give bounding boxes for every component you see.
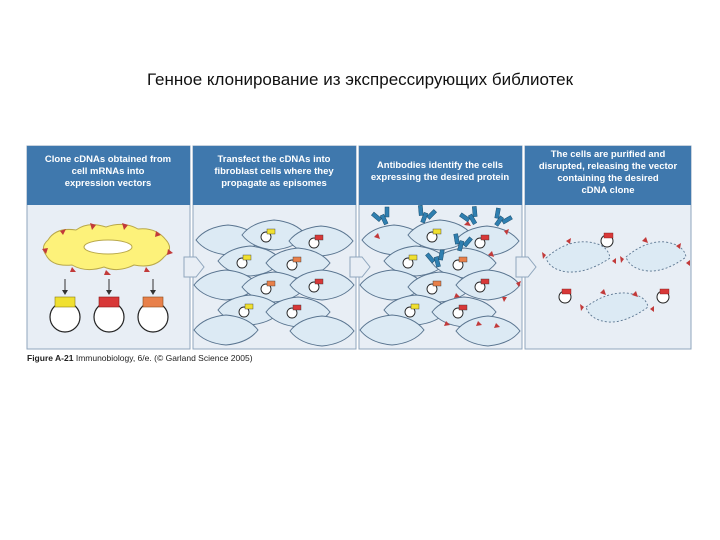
panel-2-header-line-2: fibroblast cells where they — [214, 166, 334, 177]
panel-4-header-line-1: The cells are purified and — [551, 149, 666, 160]
expression-vectors — [49, 296, 169, 333]
episome — [238, 306, 250, 318]
figure-credit: (© Garland Science 2005) — [154, 353, 253, 363]
insert-red — [659, 288, 670, 295]
episome — [474, 281, 486, 293]
antibody-icon — [494, 207, 513, 227]
panel-3-header-line-2: expressing the desired protein — [371, 172, 510, 183]
insert-red — [314, 278, 324, 285]
arrow-head-3 — [150, 290, 156, 295]
insert-orange — [458, 256, 468, 263]
insert-orange — [266, 280, 276, 287]
panel-4-header — [525, 146, 691, 205]
insert-yellow — [242, 254, 252, 261]
panel-4-header-line-3: containing the desired — [557, 173, 659, 184]
antibody-icon — [418, 205, 437, 224]
panel-1-header-line-1: Clone cDNAs obtained from — [45, 154, 171, 165]
insert-red — [480, 234, 490, 241]
insert-yellow — [244, 303, 254, 310]
insert-red — [314, 234, 324, 241]
insert-red — [292, 304, 302, 311]
panel-1-content — [42, 223, 173, 333]
insert-orange — [142, 296, 164, 308]
panel-4-content — [542, 232, 690, 323]
step-arrows — [183, 256, 537, 278]
panel-2-header — [193, 146, 356, 205]
episome — [308, 237, 320, 249]
figure-source: Immunobiology, 6/e. — [75, 353, 152, 363]
insert-orange — [292, 256, 302, 263]
episome — [286, 259, 298, 271]
insert-yellow — [54, 296, 76, 308]
insert-orange — [432, 280, 442, 287]
panel-1-header — [27, 146, 190, 205]
insert-yellow — [408, 254, 418, 261]
panel-2-header-line-1: Transfect the cDNAs into — [218, 154, 331, 165]
figure-caption: Figure A-21 Immunobiology, 6/e. (© Garla… — [27, 353, 253, 363]
chevron-right-icon — [515, 256, 537, 278]
disrupted-cell — [585, 292, 649, 323]
episome — [426, 231, 438, 243]
episome — [236, 257, 248, 269]
antibody-icon — [459, 206, 478, 226]
surface-antigens — [42, 223, 173, 275]
insert-red — [98, 296, 120, 308]
arrow-head-1 — [62, 290, 68, 295]
insert-yellow — [410, 303, 420, 310]
antibody-icon — [453, 233, 473, 252]
chevron-right-icon — [349, 256, 371, 278]
panel-3-header-line-1: Antibodies identify the cells — [377, 160, 503, 171]
expressed-antigens — [374, 221, 521, 328]
panel-4-header-line-2: disrupted, releasing the vector — [539, 161, 678, 172]
episome — [452, 259, 464, 271]
panel-2-header-line-3: propagate as episomes — [221, 178, 327, 189]
episome — [308, 281, 320, 293]
insert-red — [603, 232, 614, 239]
arrow-head-2 — [106, 290, 112, 295]
panel-headers — [27, 146, 691, 205]
insert-red — [458, 304, 468, 311]
panel-3-header — [359, 146, 522, 205]
insert-red — [561, 288, 572, 295]
episome — [404, 306, 416, 318]
episome — [474, 237, 486, 249]
downward-arrows — [64, 279, 154, 291]
episome — [260, 231, 272, 243]
disrupted-cell — [545, 241, 611, 273]
episome — [260, 283, 272, 295]
figure-label: Figure A-21 — [27, 353, 74, 363]
episome — [452, 307, 464, 319]
antibodies — [371, 205, 513, 268]
slide-title: Генное клонирование из экспрессирующих б… — [146, 70, 574, 89]
antibody-icon — [371, 206, 390, 226]
episome — [402, 257, 414, 269]
cloning-diagram: Clone cDNAs obtained from cell mRNAs int… — [26, 145, 692, 350]
disrupted-cell — [625, 241, 687, 272]
panel-1-header-line-2: cell mRNAs into — [72, 166, 145, 177]
panel-2-content — [193, 219, 355, 347]
panel-4-header-line-4: cDNA clone — [582, 185, 635, 196]
episome — [286, 307, 298, 319]
source-cell-nucleus — [83, 239, 133, 255]
chevron-right-icon — [183, 256, 205, 278]
insert-yellow — [432, 228, 442, 235]
panel-3-content — [359, 205, 521, 347]
panel-1-header-line-3: expression vectors — [65, 178, 152, 189]
episome — [426, 283, 438, 295]
antibody-icon — [425, 249, 445, 268]
insert-yellow — [266, 228, 276, 235]
insert-red — [480, 278, 490, 285]
cloning-figure: Clone cDNAs obtained from cell mRNAs int… — [26, 145, 692, 350]
